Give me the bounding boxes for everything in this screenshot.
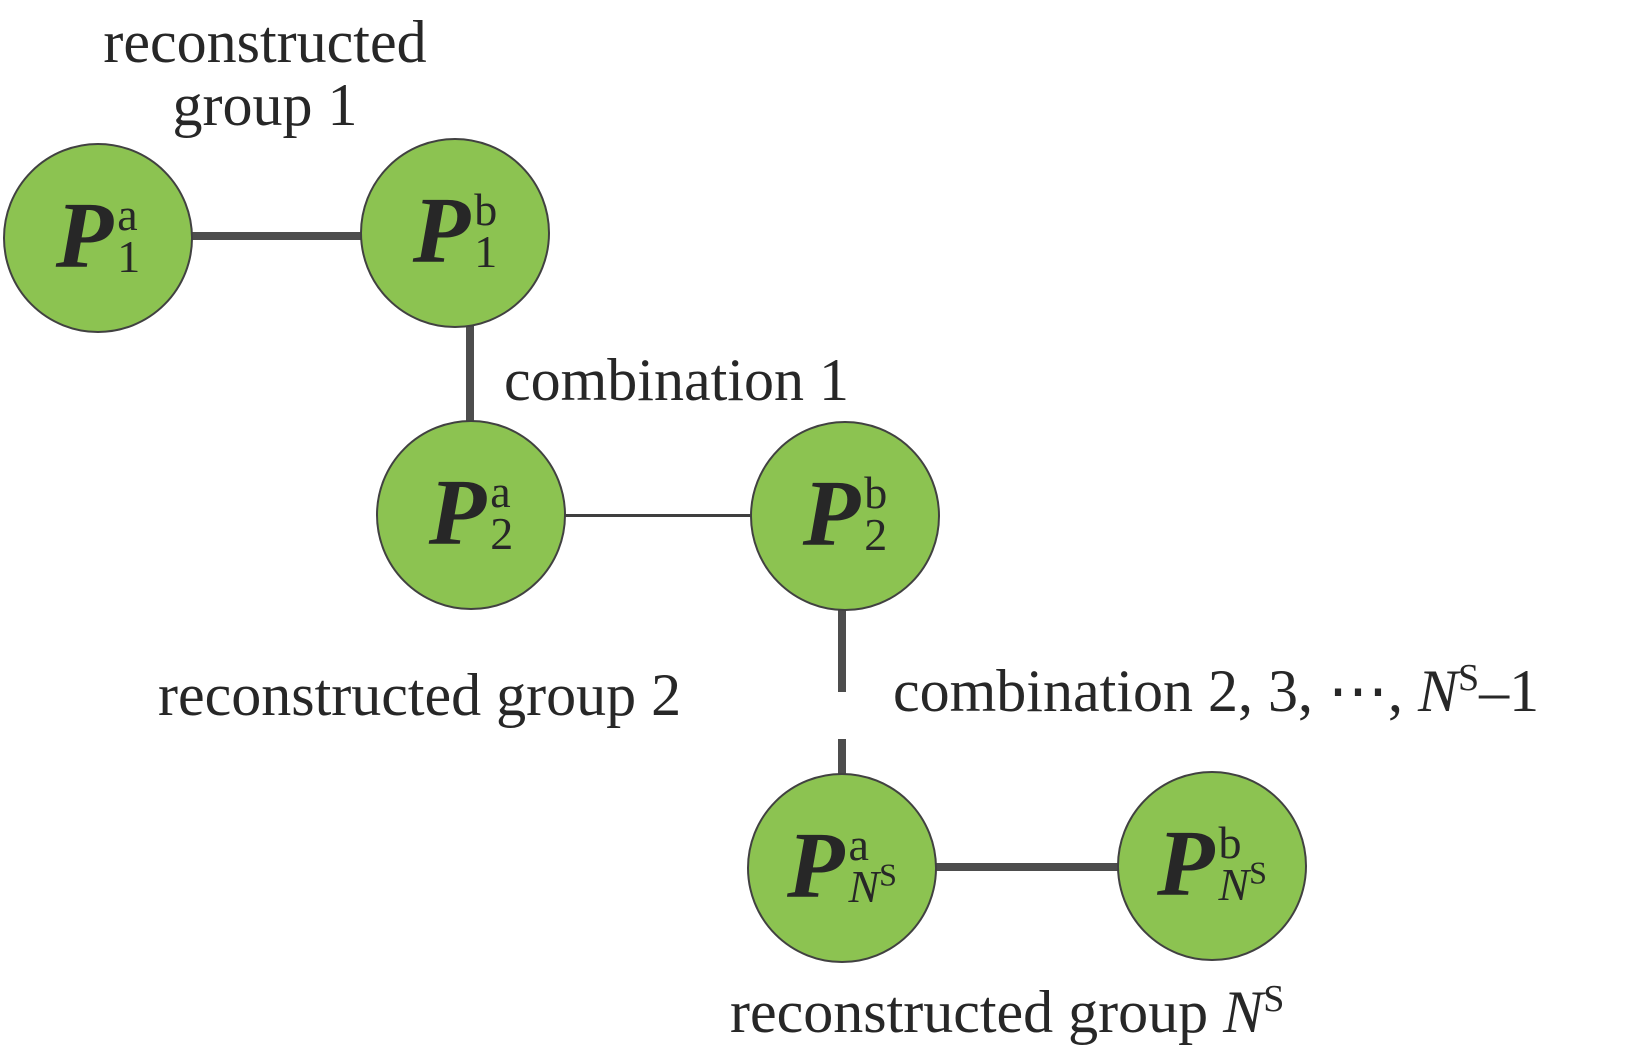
- p-superscript: b: [864, 466, 888, 518]
- label-line-1: reconstructed: [103, 9, 427, 75]
- subscript-variable-superscript: S: [1249, 854, 1267, 891]
- p-subscript: NS: [848, 859, 896, 910]
- edge-pnsa-pnsb: [936, 863, 1118, 871]
- subscript-number: 2: [490, 508, 514, 559]
- edge-p1a-p1b: [191, 232, 363, 240]
- label-reconstructed-group-2: reconstructed group 2: [158, 662, 682, 728]
- p-symbol: P: [787, 814, 845, 918]
- p-superscript: a: [490, 465, 511, 517]
- p-symbol: P: [1157, 812, 1215, 916]
- edge-p2b-pnsa-lower-segment: [838, 739, 846, 776]
- p-superscript: a: [117, 188, 138, 240]
- p-subscript: NS: [1218, 857, 1266, 908]
- p-superscript: a: [848, 818, 869, 870]
- subscript-number: 1: [117, 231, 141, 282]
- p-subscript: 1: [117, 234, 140, 280]
- edge-p2b-pnsa-upper-segment: [838, 602, 846, 692]
- label-text-prefix: combination 2, 3, ⋯,: [893, 658, 1418, 724]
- edge-p2a-p2b: [564, 514, 752, 517]
- variable-n-superscript: S: [1263, 978, 1285, 1020]
- subscript-number: 2: [864, 509, 888, 560]
- subscript-variable-superscript: S: [879, 856, 897, 893]
- p-symbol: P: [802, 462, 861, 566]
- p-subscript: 1: [474, 229, 497, 275]
- subscript-variable: N: [1218, 859, 1250, 910]
- variable-n-superscript: S: [1457, 657, 1480, 699]
- label-combination-2-to-ns-minus-1: combination 2, 3, ⋯, NS–1: [893, 658, 1540, 724]
- label-text-suffix: –1: [1479, 658, 1540, 724]
- p-symbol: P: [428, 461, 487, 565]
- subscript-number: 1: [474, 226, 498, 277]
- p-superscript: b: [1218, 816, 1242, 868]
- p-symbol: P: [55, 184, 114, 288]
- label-combination-1: combination 1: [504, 347, 849, 413]
- subscript-variable: N: [848, 861, 880, 912]
- edge-p1b-p2a: [466, 321, 474, 424]
- variable-n: N: [1223, 979, 1264, 1045]
- label-line-2: group 1: [172, 72, 358, 138]
- label-reconstructed-group-1: reconstructed group 1: [30, 11, 500, 137]
- p-subscript: 2: [490, 511, 513, 557]
- p-superscript: b: [474, 183, 498, 235]
- label-reconstructed-group-ns: reconstructed group NS: [730, 979, 1284, 1045]
- label-text-prefix: reconstructed group: [730, 979, 1224, 1045]
- p-symbol: P: [412, 179, 471, 283]
- variable-n: N: [1417, 658, 1458, 724]
- p-subscript: 2: [864, 512, 887, 558]
